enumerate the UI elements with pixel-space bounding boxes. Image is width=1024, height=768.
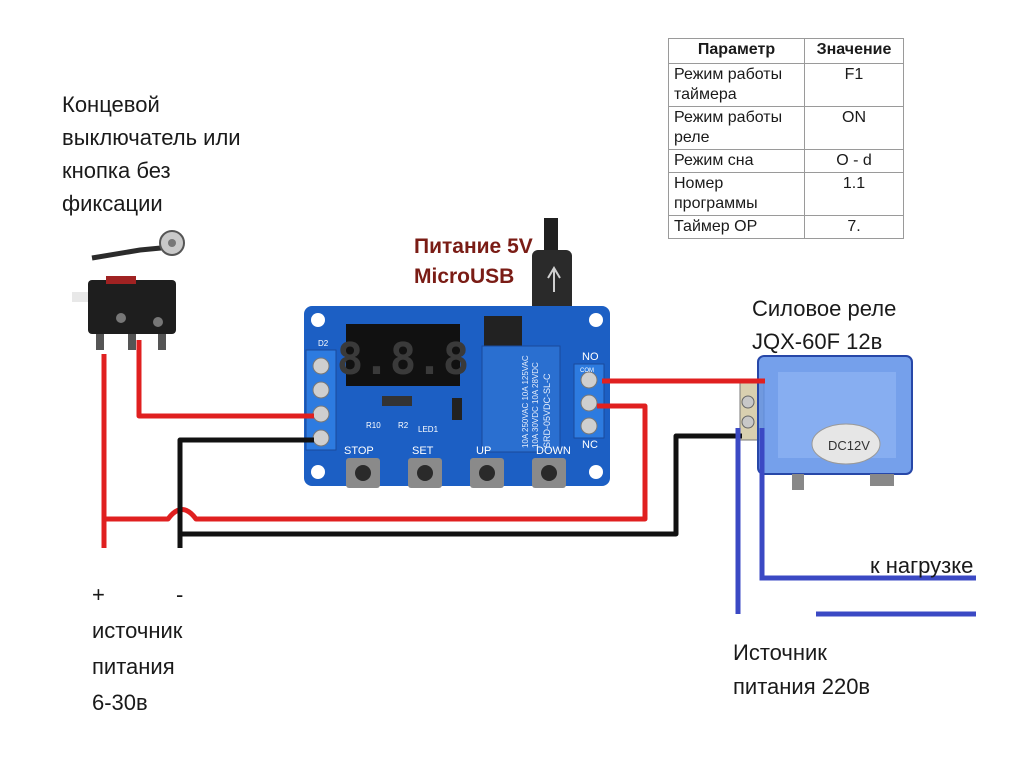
table-cell-value: O - d <box>804 149 904 173</box>
table-row: Номер программы 1.1 <box>668 172 904 216</box>
table-row: Режим работы таймера F1 <box>668 63 904 107</box>
table-header: Параметр <box>668 38 805 64</box>
wire-positive <box>101 340 765 548</box>
parameters-table: Параметр Значение Режим работы таймера F… <box>668 38 904 239</box>
table-cell-param: Режим сна <box>668 149 805 173</box>
board-mark: R2 <box>398 421 409 430</box>
terminal-label-nc: NC <box>582 439 598 451</box>
button-set <box>408 458 442 488</box>
table-cell-value: ON <box>804 106 904 150</box>
to-load-label: к нагрузке <box>870 553 974 578</box>
table-cell-param: Таймер OP <box>668 215 805 239</box>
board-relay <box>481 345 561 453</box>
usb-power-label: Питание 5V MicroUSB <box>414 235 533 288</box>
power-relay-label: Силовое реле JQX-60F 12в <box>752 296 897 354</box>
table-cell-param: Режим работы реле <box>668 106 805 150</box>
table-cell-value: 7. <box>804 215 904 239</box>
terminal-label-com: COM <box>580 368 594 374</box>
source-dc-minus: - <box>176 582 184 607</box>
board-relay-text: 10A 250VAC 10A 125VAC <box>521 355 530 448</box>
table-cell-value: F1 <box>804 63 904 107</box>
table-header: Значение <box>804 38 904 64</box>
table-row: Режим работы реле ON <box>668 106 904 150</box>
table-row: Таймер OP 7. <box>668 215 904 239</box>
table-header-row: Параметр Значение <box>668 38 904 64</box>
button-label-set: SET <box>412 445 434 457</box>
board-mark: R10 <box>366 421 381 430</box>
button-label-up: UP <box>476 445 491 457</box>
limit-switch-label: Концевой выключатель или кнопка без фикс… <box>62 92 241 216</box>
board-relay-text: 10A 30VDC 10A 28VDC <box>531 362 540 448</box>
limit-switch-image <box>72 230 185 350</box>
table-cell-param: Номер программы <box>668 172 805 216</box>
source-dc-label: + - источник питания 6-30в <box>92 577 184 721</box>
button-label-down: DOWN <box>536 445 571 457</box>
power-relay-image: DC12V <box>739 355 913 490</box>
board-relay-text: SRD-05VDC-SL-C <box>542 373 552 448</box>
wire-ac <box>735 428 976 617</box>
terminal-label-no: NO <box>582 351 599 363</box>
table-cell-param: Режим работы таймера <box>668 63 805 107</box>
source-220-label: Источник питания 220в <box>733 640 871 699</box>
timer-relay-board: 8.8.8 10A 250VAC 10A 125VAC 10A 30VDC 10… <box>304 306 610 488</box>
wire-negative <box>177 433 742 548</box>
board-mark: LED1 <box>418 425 439 434</box>
button-label-stop: STOP <box>344 445 374 457</box>
led-display <box>346 324 460 386</box>
button-down <box>532 458 566 488</box>
button-stop <box>346 458 380 488</box>
display-digits: 8.8.8 <box>337 334 469 385</box>
table-row: Режим сна O - d <box>668 149 904 173</box>
table-cell-value: 1.1 <box>804 172 904 216</box>
board-mark: D2 <box>318 339 329 348</box>
source-dc-plus: + <box>92 582 105 607</box>
relay-coil-text: DC12V <box>828 438 870 453</box>
button-up <box>470 458 504 488</box>
